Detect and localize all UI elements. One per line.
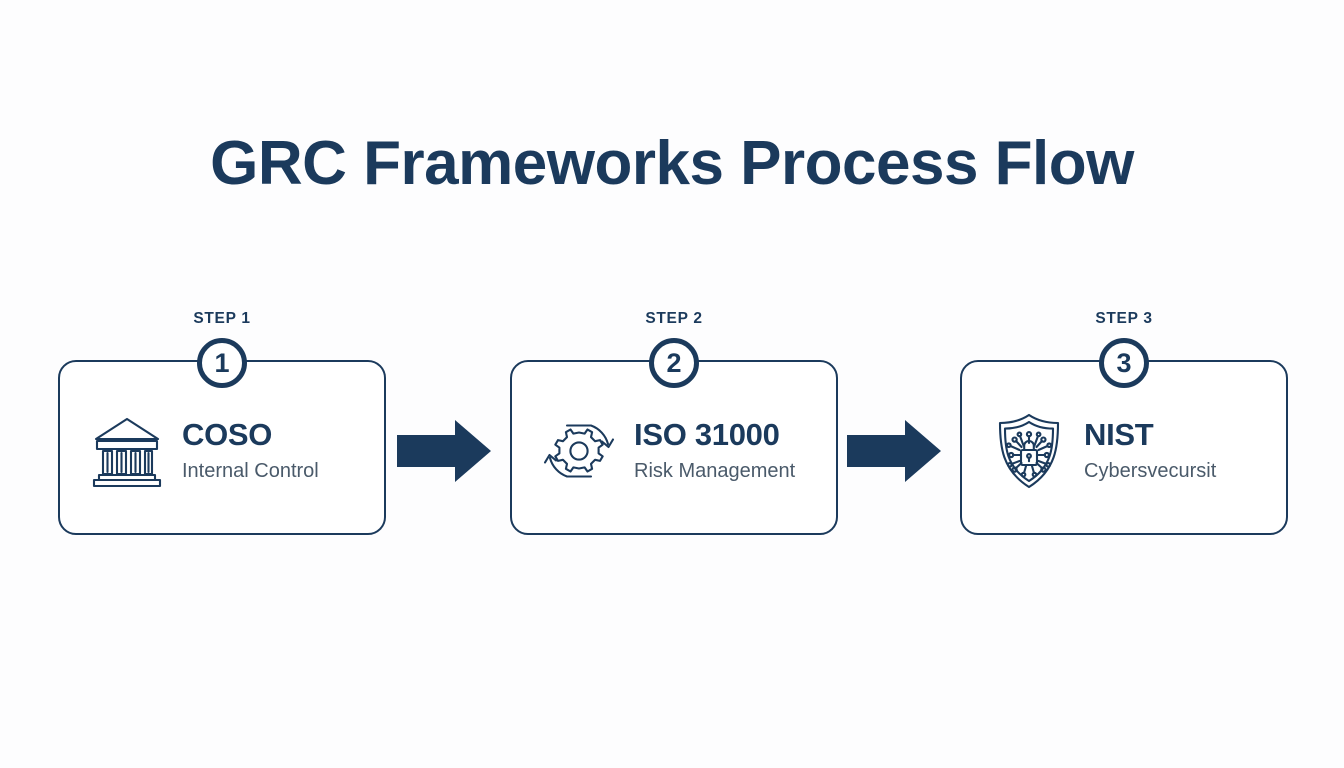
arrow-step2-to-step3-icon — [847, 418, 941, 484]
step-card-1[interactable]: COSO Internal Control — [58, 360, 386, 535]
framework-name-3: NIST — [1084, 416, 1154, 452]
step-label-1: STEP 1 — [193, 310, 251, 327]
step-card-3[interactable]: NIST Cybersvecursit — [960, 360, 1288, 535]
framework-description-3: Cybersvecursit — [1084, 460, 1217, 483]
step-card-2[interactable]: ISO 31000 Risk Management — [510, 360, 838, 535]
bank-building-icon — [88, 408, 166, 494]
step-badge-3: 3 — [1099, 338, 1149, 388]
framework-description-1: Internal Control — [182, 460, 319, 483]
framework-name-1: COSO — [182, 416, 273, 452]
process-flow: STEP 1 — [0, 300, 1344, 560]
gear-cycle-icon — [540, 408, 618, 494]
page-title: GRC Frameworks Process Flow — [210, 129, 1134, 198]
step-label-3: STEP 3 — [1095, 310, 1153, 327]
arrow-step1-to-step2-icon — [397, 418, 491, 484]
step-badge-1: 1 — [197, 338, 247, 388]
step-badge-2: 2 — [649, 338, 699, 388]
framework-description-2: Risk Management — [634, 460, 796, 483]
framework-name-2: ISO 31000 — [634, 416, 780, 452]
shield-lock-network-icon — [990, 408, 1068, 494]
step-label-2: STEP 2 — [645, 310, 703, 327]
